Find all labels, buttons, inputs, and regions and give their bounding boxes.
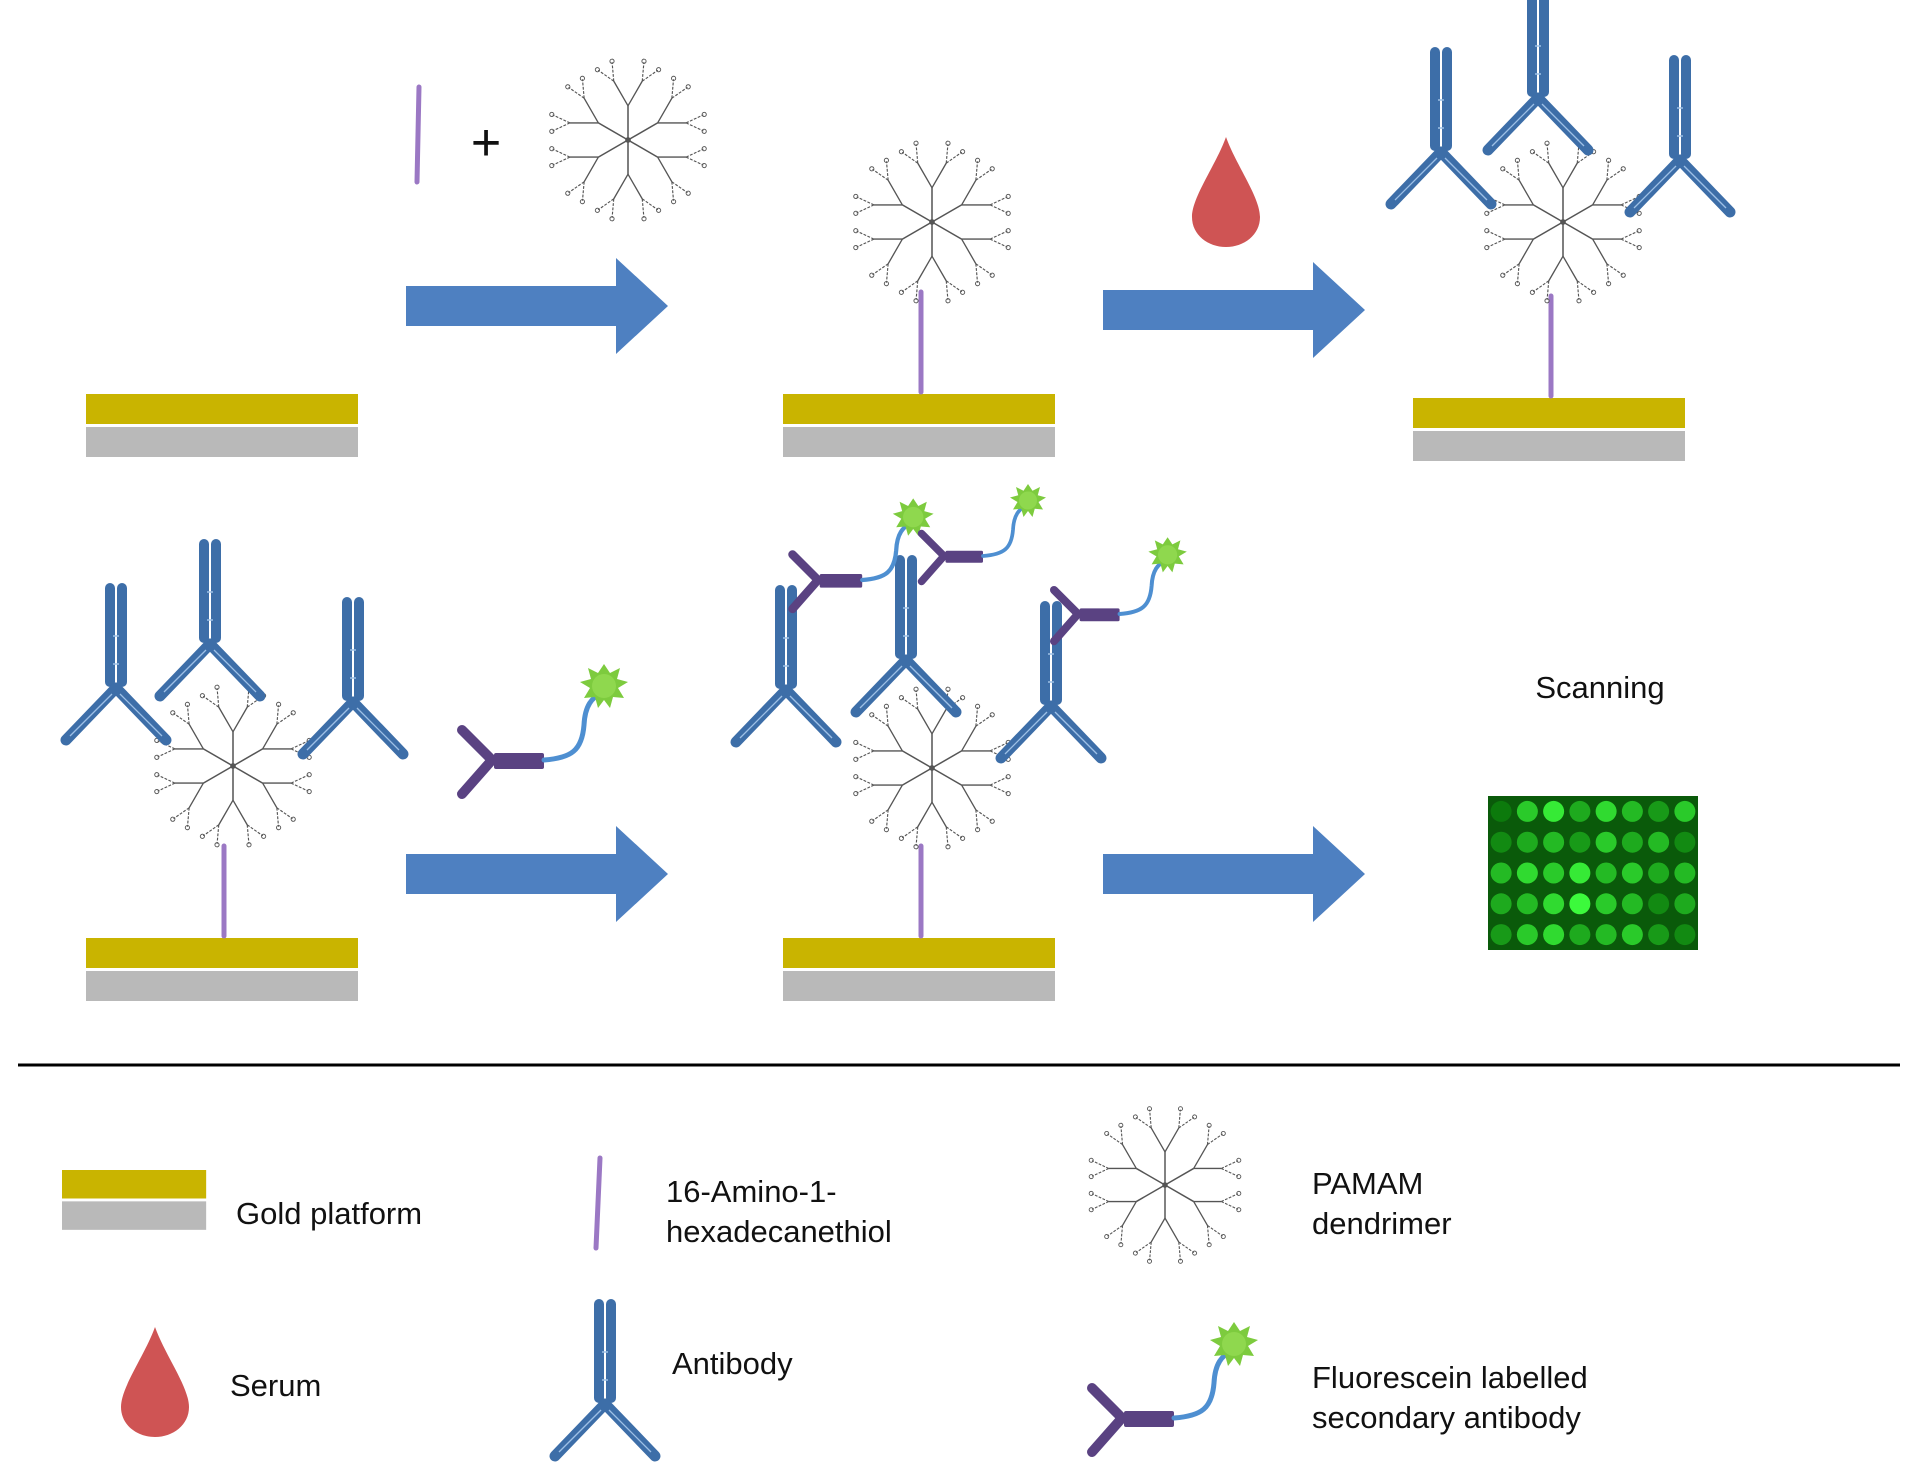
scan-well — [1674, 893, 1696, 915]
scan-well — [1543, 893, 1565, 915]
scan-well — [1621, 893, 1643, 915]
antibody-step5-left — [736, 590, 836, 742]
gold-platform-icon — [62, 1170, 207, 1230]
scan-well — [1569, 831, 1591, 853]
scan-well — [1674, 831, 1696, 853]
antibody-step4-center — [160, 544, 260, 696]
antibody-step3-left — [1391, 52, 1491, 204]
legend-linker-label-1: 16-Amino-1- — [666, 1174, 837, 1209]
scan-well — [1648, 893, 1670, 915]
scanning-label: Scanning — [1535, 670, 1664, 705]
scan-well — [1674, 862, 1696, 884]
scan-well — [1569, 800, 1591, 822]
legend-gold-label: Gold platform — [236, 1196, 422, 1231]
legend-linker-label-2: hexadecanethiol — [666, 1214, 892, 1249]
antibody-step5-right — [1001, 606, 1101, 758]
scan-well — [1674, 924, 1696, 946]
scan-well — [1648, 800, 1670, 822]
scan-well — [1569, 862, 1591, 884]
scan-well — [1595, 862, 1617, 884]
secondary-antibody-step5-b — [922, 484, 1047, 582]
scan-well — [1595, 831, 1617, 853]
scan-well — [1569, 924, 1591, 946]
legend: Gold platform 16-Amino-1- hexadecanethio… — [62, 1105, 1588, 1456]
scan-well — [1674, 800, 1696, 822]
scan-well — [1490, 831, 1512, 853]
scan-well — [1621, 862, 1643, 884]
scan-well — [1569, 893, 1591, 915]
fluorescence-scan-grid-icon — [1488, 796, 1698, 950]
secondary-legend-icon — [1092, 1322, 1258, 1452]
scan-well — [1595, 893, 1617, 915]
legend-antibody-label: Antibody — [672, 1346, 793, 1381]
scan-well — [1543, 924, 1565, 946]
scan-well — [1516, 893, 1538, 915]
arrow-right-icon — [1103, 826, 1365, 922]
legend-secondary-label-1: Fluorescein labelled — [1312, 1360, 1588, 1395]
scan-well — [1516, 831, 1538, 853]
gold-platform-step5 — [783, 938, 1055, 1001]
legend-dendrimer-label-1: PAMAM — [1312, 1166, 1423, 1201]
dendrimer-icon — [539, 57, 716, 222]
dendrimer-step3 — [1474, 139, 1651, 304]
scan-well — [1595, 800, 1617, 822]
serum-drop-icon — [1192, 137, 1260, 247]
dendrimer-step2 — [843, 139, 1020, 304]
gold-platform-step3 — [1413, 398, 1685, 461]
scan-well — [1490, 924, 1512, 946]
secondary-antibody-step5-c — [1054, 537, 1187, 641]
arrow-right-icon — [1103, 262, 1365, 358]
scan-well — [1490, 862, 1512, 884]
scan-well — [1490, 800, 1512, 822]
scan-well — [1621, 800, 1643, 822]
linker-icon — [414, 84, 422, 185]
scan-well — [1543, 862, 1565, 884]
legend-secondary-label-2: secondary antibody — [1312, 1400, 1581, 1435]
arrow-right-icon — [406, 826, 668, 922]
scan-well — [1516, 862, 1538, 884]
fluorescein-secondary-antibody-icon — [462, 664, 628, 794]
antibody-step3-center — [1488, 0, 1588, 150]
antibody-step4-left — [66, 588, 166, 740]
legend-serum-label: Serum — [230, 1368, 321, 1403]
dendrimer-step4 — [144, 683, 321, 848]
scan-well — [1516, 924, 1538, 946]
dendrimer-step5 — [843, 685, 1020, 850]
antibody-step4-right — [303, 602, 403, 754]
plus-sign: + — [471, 114, 501, 172]
scan-well — [1543, 800, 1565, 822]
dendrimer-legend-icon — [1079, 1105, 1251, 1265]
antibody-step3-right — [1630, 60, 1730, 212]
scan-well — [1648, 831, 1670, 853]
arrow-right-icon — [406, 258, 668, 354]
scan-well — [1648, 924, 1670, 946]
antibody-step5-center — [856, 560, 956, 712]
scan-well — [1490, 893, 1512, 915]
scan-well — [1595, 924, 1617, 946]
gold-platform-step2 — [783, 394, 1055, 457]
linker-legend-icon — [593, 1155, 603, 1251]
scan-well — [1621, 831, 1643, 853]
antibody-legend-icon — [555, 1304, 655, 1456]
scan-well — [1648, 862, 1670, 884]
serum-legend-icon — [121, 1327, 189, 1437]
scan-well — [1621, 924, 1643, 946]
gold-platform-step4 — [86, 938, 358, 1001]
legend-dendrimer-label-2: dendrimer — [1312, 1206, 1452, 1241]
scan-well — [1516, 800, 1538, 822]
scan-well — [1543, 831, 1565, 853]
gold-platform-step1 — [86, 394, 358, 457]
